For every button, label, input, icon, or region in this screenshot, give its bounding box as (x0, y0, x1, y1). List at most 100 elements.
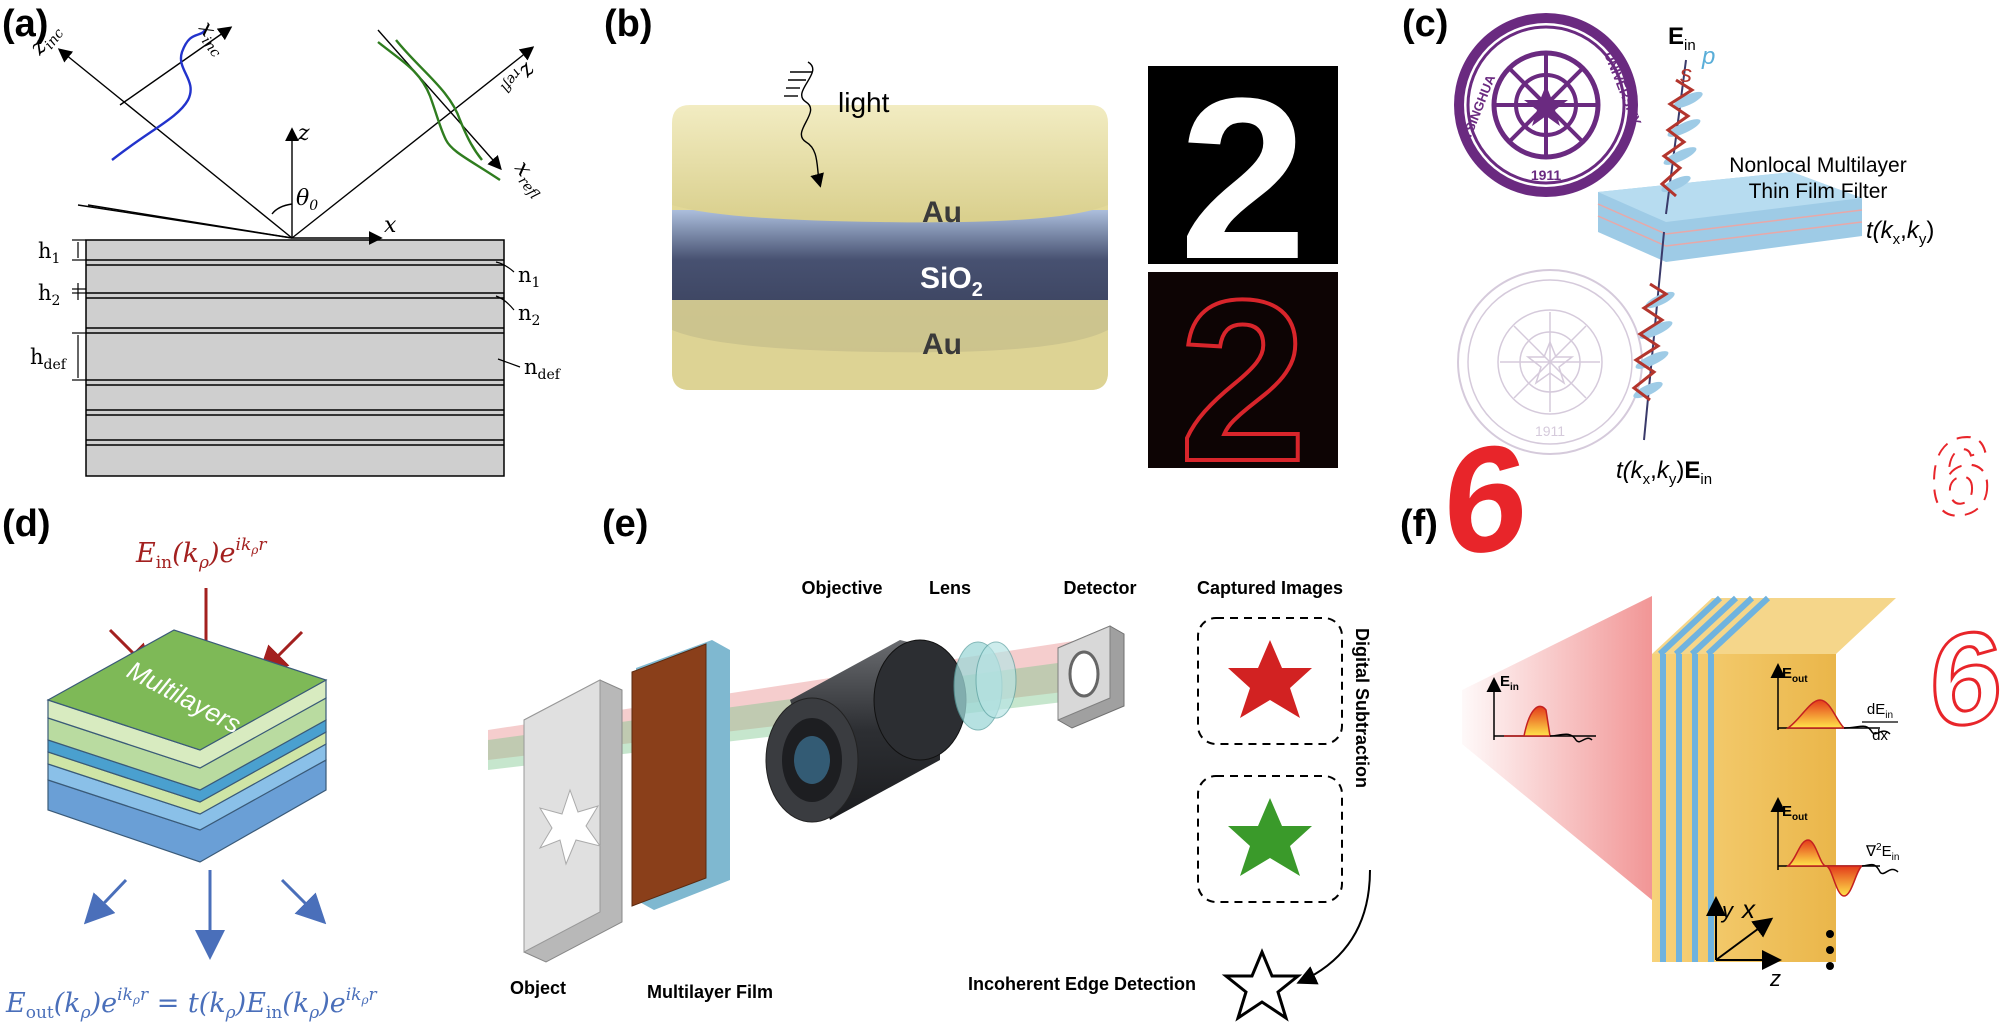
digit-panel-top (1148, 66, 1338, 264)
object-star-cutout (538, 788, 602, 866)
label-p: p (1701, 43, 1715, 70)
filter-top (1598, 172, 1862, 222)
objective (765, 639, 967, 823)
axis-x: x (384, 213, 397, 238)
input-pulse (1486, 677, 1596, 743)
digit-laplacian: 6 (1930, 601, 2001, 756)
n-leaders (495, 261, 521, 368)
digit-input: 6 (1444, 410, 1527, 589)
label-lens: Lens (929, 578, 971, 598)
label-h2: h2 (38, 281, 60, 309)
axis-z-f: z (1769, 966, 1781, 991)
output-polarization (1631, 282, 1675, 402)
layer-lines (86, 259, 504, 446)
label-output: t(kx,ky)Ein (1616, 457, 1712, 488)
panel-label-b: (b) (604, 3, 653, 45)
panel-label-d: (d) (2, 503, 51, 545)
star-edge (1221, 948, 1303, 1022)
label-e-in: Ein (1668, 23, 1696, 54)
seal-top: TSINGHUA UNIVERSITY 1911 (1454, 13, 1644, 197)
multilayer-stack (46, 629, 328, 863)
angle-theta: θ0 (296, 186, 318, 214)
panel-label-a: (a) (2, 3, 48, 45)
star-red (1228, 640, 1312, 718)
digit-white: 2 (1179, 50, 1307, 307)
label-detector: Detector (1063, 578, 1136, 598)
label-objective: Objective (801, 578, 882, 598)
panel-f: (f) 6 Ein y x z (1400, 410, 2001, 991)
label-laplacian: ∇2Ein (1865, 842, 1899, 863)
digit-derivative: 6 (1930, 412, 1991, 543)
label-sio2: SiO2 (920, 262, 983, 301)
label-film: Multilayer Film (647, 982, 773, 1002)
output-equation: Eout(kρ)eikρr = t(kρ)Ein(kρ)eikρr (5, 985, 378, 1023)
label-captured: Captured Images (1197, 578, 1343, 598)
panel-c: (c) TSINGHUA UNIVERSITY 1911 (1402, 3, 1934, 488)
reflected-pulse-2 (395, 39, 483, 161)
label-transfer: t(kx,ky) (1866, 217, 1934, 248)
axis-y-f: y (1720, 898, 1735, 923)
axis-z-refl: zrefl (496, 56, 541, 103)
lens (953, 641, 1017, 731)
panel-d: (d) Ein(kρ)eikρr Multilayers Eout(kρ)eik… (2, 503, 378, 1023)
digit-panel-bottom (1148, 272, 1338, 468)
svg-text:1911: 1911 (1531, 167, 1562, 183)
label-subtraction: Digital Subtraction (1352, 628, 1372, 788)
label-dx: dx (1872, 727, 1888, 744)
axis-x-refl: xrefl (507, 156, 552, 203)
label-light: light (838, 87, 890, 118)
box-gold-bottom-front (672, 300, 1108, 390)
multilayer-slab (1652, 595, 1896, 962)
label-e-out-1: Eout (1782, 665, 1808, 685)
output-pulse-2 (1770, 797, 1899, 897)
panel-label-e: (e) (602, 503, 648, 545)
output-arrows (83, 870, 327, 960)
digit-edge: 2 (1179, 252, 1307, 509)
slab-axes (1706, 896, 1782, 970)
filter-title-2: Thin Film Filter (1749, 180, 1888, 203)
reflected-pulse (377, 41, 501, 181)
filter-layers (1597, 203, 1863, 247)
subtraction-arrow (1296, 869, 1371, 985)
label-s: s (1680, 61, 1692, 88)
panel-label-f: (f) (1400, 503, 1438, 545)
filter-title-1: Nonlocal Multilayer (1729, 154, 1906, 177)
panel-a: (a) h1 h2 hdef n1 n2 ndef (2, 3, 562, 477)
label-edge-detection: Incoherent Edge Detection (968, 974, 1196, 994)
captured-box-green (1197, 775, 1343, 903)
label-e-in-f: Ein (1500, 673, 1519, 693)
input-polarization (1659, 78, 1703, 198)
input-equation: Ein(kρ)eikρr (135, 535, 267, 573)
panel-e: (e) Objective Lens Dete (488, 503, 1372, 1022)
star-green (1228, 798, 1312, 876)
input-light-cone (1462, 596, 1652, 900)
light-wave (784, 61, 824, 188)
detector (1057, 625, 1125, 729)
label-n1: n1 (518, 263, 540, 291)
box-gold-top (672, 105, 1108, 223)
label-h1: h1 (38, 239, 60, 267)
label-n2: n2 (518, 301, 540, 329)
multilayer-film (631, 643, 707, 907)
axis-z: z (297, 121, 310, 146)
label-object: Object (510, 978, 566, 998)
label-derivative: dEin (1867, 701, 1893, 721)
label-au-bottom: Au (922, 328, 962, 361)
captured-box-red (1197, 617, 1343, 745)
incident-pulse (111, 29, 207, 161)
label-au-top: Au (922, 196, 962, 229)
thickness-markers (72, 239, 86, 381)
label-hdef: hdef (30, 345, 68, 373)
panel-label-c: (c) (1402, 3, 1448, 45)
axis-x-inc: xinc (191, 17, 234, 61)
axis-x-f: x (1740, 894, 1756, 924)
label-e-out-2: Eout (1782, 803, 1808, 823)
svg-text:1911: 1911 (1535, 423, 1565, 439)
ellipsis-dots (1826, 930, 1834, 970)
label-ndef: ndef (524, 355, 562, 383)
output-pulse-1 (1770, 663, 1891, 735)
panel-b: (b) Au SiO2 Au light 2 2 (604, 3, 1338, 511)
ray-lines (57, 26, 535, 245)
layer-stack (85, 239, 505, 477)
